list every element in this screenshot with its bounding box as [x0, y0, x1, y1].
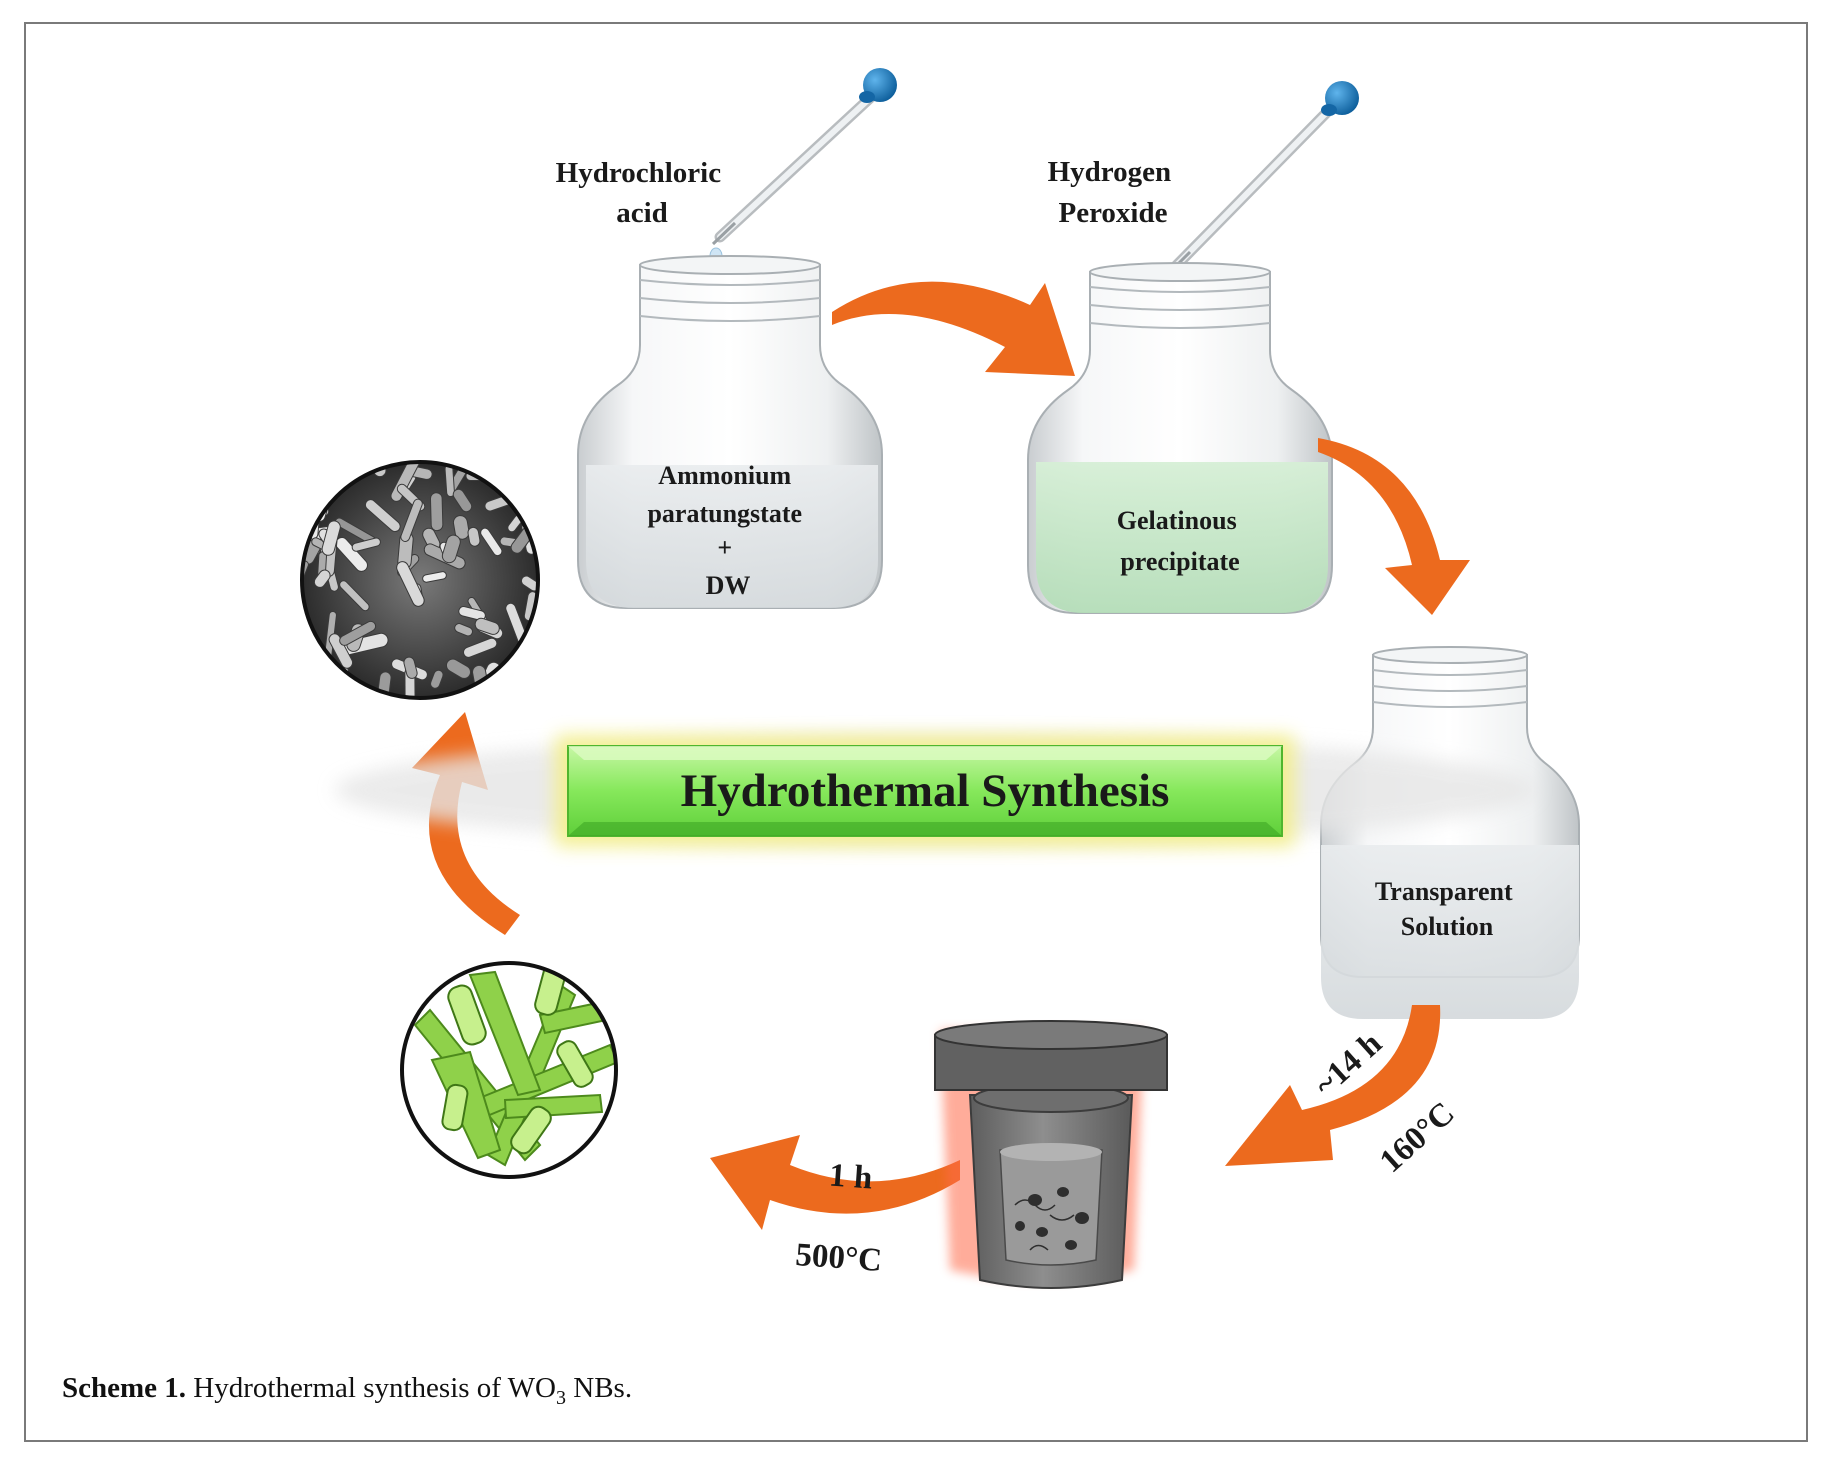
process-arrow-icon	[710, 1135, 960, 1230]
reagent-label-line: Hydrochloric	[556, 157, 722, 189]
sem-rod	[311, 668, 327, 696]
sem-rod	[317, 462, 347, 484]
caption-subscript: 3	[556, 1386, 566, 1409]
jar-label-line: Transparent	[1375, 877, 1513, 906]
sem-rod	[422, 571, 447, 583]
sem-rod	[318, 462, 363, 476]
sem-rod	[321, 520, 341, 556]
jar-label: Ammonium paratungstate + DW	[647, 461, 808, 600]
pipette-icon	[709, 68, 897, 278]
annealing-temp-label: 500°C	[794, 1237, 883, 1279]
sem-rod	[520, 575, 538, 592]
sem-rod	[441, 534, 461, 564]
glass-jar-icon	[1027, 262, 1333, 614]
sem-rod	[454, 623, 473, 637]
reagent-label-line: Peroxide	[1059, 197, 1168, 229]
glass-jar-icon	[577, 255, 883, 609]
caption-label: Scheme 1.	[62, 1372, 187, 1404]
annealing-time-label: 1 h	[828, 1158, 874, 1197]
jar-label-line: Solution	[1401, 912, 1494, 941]
sem-rod	[302, 496, 319, 512]
jar-label: Transparent Solution	[1375, 877, 1519, 941]
reagent-label-line: acid	[616, 197, 668, 229]
sem-rod	[430, 669, 444, 689]
process-arrow-icon	[832, 281, 1075, 376]
sem-rod	[396, 561, 425, 607]
sem-rod	[400, 498, 423, 542]
sem-rod	[339, 620, 377, 646]
sem-rod	[467, 526, 481, 547]
reagent-label-line: Hydrogen	[1048, 156, 1172, 188]
caption-text: Hydrothermal synthesis of WO	[193, 1372, 556, 1404]
sem-rod	[302, 462, 337, 478]
caption-text-end: NBs.	[566, 1372, 633, 1404]
jar-label-line: precipitate	[1120, 547, 1239, 576]
sem-rod	[498, 675, 528, 698]
sem-rod	[313, 569, 331, 588]
nanobar-model-icon	[400, 961, 618, 1179]
sem-rod	[307, 470, 333, 483]
process-arrow-icon	[1225, 1005, 1441, 1166]
sem-rod	[462, 637, 498, 658]
sem-rod	[302, 679, 317, 698]
title-banner	[335, 735, 1535, 847]
sem-rod	[458, 606, 486, 621]
sem-rod	[452, 488, 473, 513]
sem-rod	[364, 499, 401, 533]
sem-rod	[403, 656, 418, 679]
sem-rod	[474, 617, 500, 635]
glass-jar-icon	[1320, 646, 1580, 1019]
figure-caption: Scheme 1. Hydrothermal synthesis of WO3 …	[62, 1372, 632, 1410]
sem-rod	[452, 515, 470, 540]
sem-rod	[480, 527, 503, 557]
sem-rod	[523, 662, 538, 687]
sem-rod	[514, 462, 538, 471]
jar-label-line: DW	[706, 571, 751, 600]
sem-rod	[429, 492, 444, 532]
reagent-label: Hydrochloric acid	[556, 157, 729, 229]
sem-rod	[328, 633, 354, 669]
autoclave-icon	[934, 1020, 1168, 1289]
sem-rod	[339, 580, 370, 612]
autoclave-temp-label: 160°C	[1373, 1095, 1461, 1180]
jar-label-line: Gelatinous	[1117, 506, 1237, 535]
process-arrow-icon	[1318, 438, 1470, 615]
reagent-label: Hydrogen Peroxide	[1048, 156, 1179, 229]
jar-label: Gelatinous precipitate	[1117, 506, 1243, 576]
sem-rod	[444, 464, 455, 498]
sem-rod	[507, 469, 525, 501]
sem-image-icon	[300, 460, 540, 700]
jar-label-line: +	[717, 533, 732, 562]
jar-label-line: paratungstate	[647, 499, 802, 528]
sem-rod	[351, 537, 381, 552]
sem-rod	[445, 658, 471, 679]
banner-title: Hydrothermal Synthesis	[681, 765, 1170, 817]
jar-label-line: Ammonium	[658, 461, 791, 490]
